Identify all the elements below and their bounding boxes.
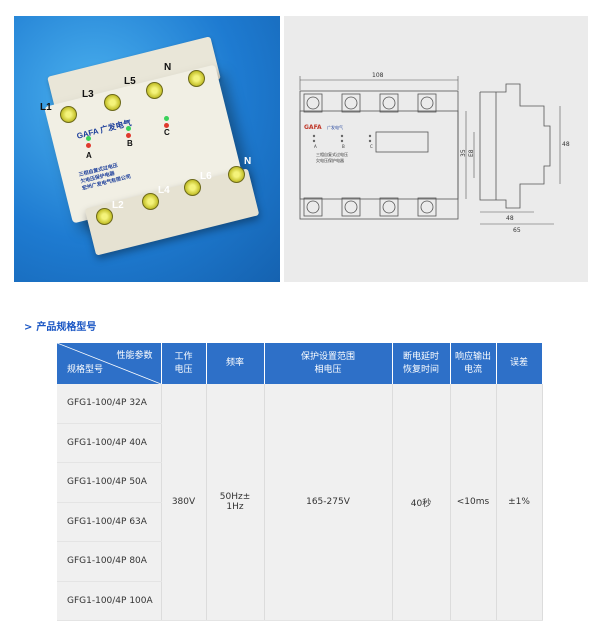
range-cell: 165-275V [264,384,393,621]
terminal-screw [184,179,201,196]
delay-cell: 40秒 [392,384,451,621]
header-error: 误差 [496,343,543,384]
chevron-right-icon: > [24,322,33,333]
table-header-row: 性能参数 规格型号 工作电压 频率 保护设置范围相电压 断电延时恢复时间 响应输… [57,343,543,384]
voltage-cell: 380V [161,384,207,621]
model-cell: GFG1-100/4P 32A [57,384,162,424]
dimension-height-outer: 35 [460,149,467,157]
drawing-product-line: 三相自复式过电压 [316,151,348,157]
led-indicator [126,133,131,138]
frequency-cell: 50Hz±1Hz [206,384,265,621]
table-row: GFG1-100/4P 40A [57,423,542,463]
terminal-screw [188,70,205,87]
phase-label: C [164,128,170,137]
terminal-label: N [244,156,252,167]
spec-table: 性能参数 规格型号 工作电压 频率 保护设置范围相电压 断电延时恢复时间 响应输… [57,343,543,621]
terminal-screw [60,106,77,123]
model-cell: GFG1-100/4P 40A [57,423,162,463]
model-cell: GFG1-100/4P 100A [57,581,162,621]
header-voltage: 工作电压 [161,343,207,384]
led-indicator [164,116,169,121]
diagonal-line [57,343,161,384]
product-photo: L1 L3 L5 N GAFA 广发电气 A B C 三相自复式过电压 欠电压保… [14,16,280,282]
table-row: GFG1-100/4P 63A [57,502,542,542]
terminal-label: L6 [200,171,212,182]
terminal-screw [228,166,245,183]
drawing-product-line: 欠电压保护电器 [316,157,344,163]
drawing-brand-cn: 广发电气 [327,124,343,130]
terminal-label: L2 [112,200,124,211]
table-row: GFG1-100/4P 100A [57,581,542,621]
dimension-depth-inner: 48 [506,215,514,222]
phase-label: B [127,139,133,148]
model-cell: GFG1-100/4P 50A [57,462,162,503]
table-row: GFG1-100/4P 32A 380V 50Hz±1Hz 165-275V 4… [57,384,543,621]
table-row: GFG1-100/4P 80A [57,541,542,582]
header-corner-bottom: 规格型号 [67,365,104,375]
table-row: GFG1-100/4P 50A [57,462,542,503]
led-indicator [126,126,131,131]
header-response: 响应输出电流 [450,343,497,384]
error-cell: ±1% [496,384,543,621]
terminal-screw [96,208,113,225]
dimension-depth-total: 65 [513,227,521,234]
dimension-side-height: 48 [562,141,570,148]
led-indicator [164,123,169,128]
model-cell: GFG1-100/4P 80A [57,541,162,582]
dimension-width: 108 [372,72,384,79]
response-cell: <10ms [450,384,497,621]
terminal-label: L4 [158,185,170,196]
terminal-label: L3 [82,89,94,100]
drawing-brand: GAFA [304,124,322,131]
header-range: 保护设置范围相电压 [264,343,393,384]
dimension-height-inner: E8 [468,149,475,157]
phase-label: A [86,151,92,160]
dimension-drawing-svg: 108 35 E8 48 65 48 GAFA 广发电气 三相自复式过电压 欠电… [299,72,570,234]
terminal-label: L5 [124,76,136,87]
drawing-phase-label: C [370,144,373,149]
led-indicator [86,136,91,141]
terminal-screw [142,193,159,210]
drawing-phase-label: B [342,144,345,149]
led-indicator [86,143,91,148]
terminal-screw [146,82,163,99]
header-delay: 断电延时恢复时间 [392,343,451,384]
terminal-screw [104,94,121,111]
dimension-drawing: 108 35 E8 48 65 48 GAFA 广发电气 三相自复式过电压 欠电… [284,16,588,282]
model-cell: GFG1-100/4P 63A [57,502,162,542]
terminal-label: L1 [40,102,52,113]
drawing-phase-label: A [314,144,317,149]
header-corner-cell: 性能参数 规格型号 [57,343,162,384]
terminal-label: N [164,62,172,73]
header-corner-top: 性能参数 [116,351,153,361]
header-frequency: 频率 [206,343,265,384]
section-title: >产品规格型号 [24,322,97,333]
